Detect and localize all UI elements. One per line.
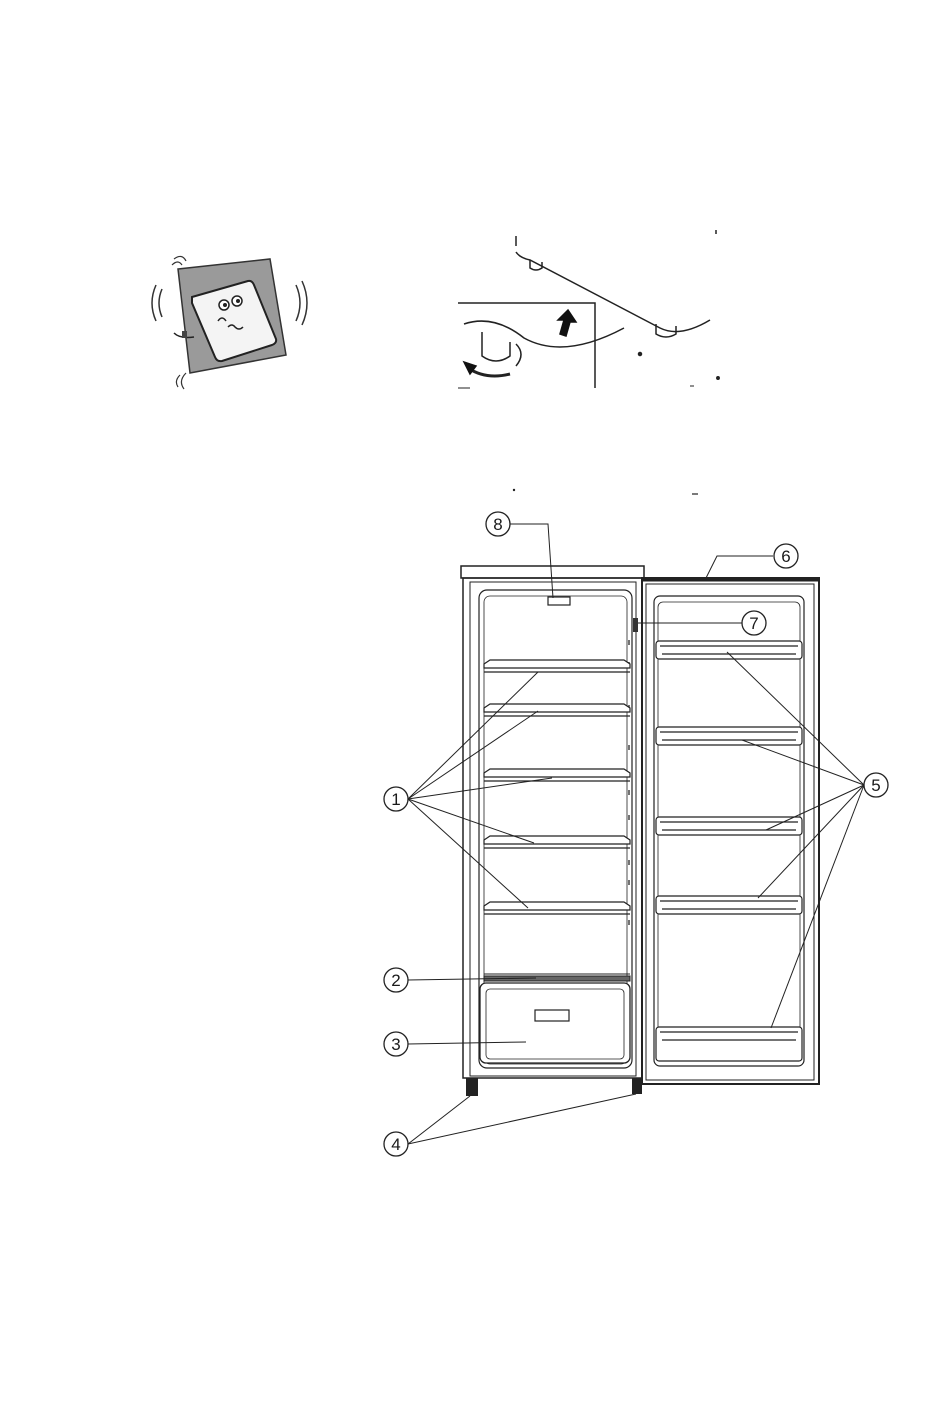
- door-seal-marker: [633, 618, 638, 632]
- callout-3: 3: [384, 1032, 408, 1056]
- callout-7-label: 7: [749, 614, 758, 633]
- door-balcony: [656, 727, 802, 745]
- callout-2: 2: [384, 968, 408, 992]
- foot-adjust-icon: [458, 230, 719, 388]
- callout-4: 4: [384, 1132, 408, 1156]
- crisper-drawer: [480, 983, 630, 1063]
- adjustable-foot: [466, 1078, 478, 1096]
- shelf: [484, 704, 630, 716]
- callout-1: 1: [384, 787, 408, 811]
- vibrating-fridge-illustration: [140, 255, 320, 395]
- shelf: [484, 660, 630, 672]
- door-balcony: [656, 896, 802, 914]
- door-balcony: [656, 1027, 802, 1061]
- vibrating-fridge-icon: [152, 256, 307, 389]
- callout-6-label: 6: [781, 547, 790, 566]
- callout-3-label: 3: [391, 1035, 400, 1054]
- callout-1-label: 1: [391, 790, 400, 809]
- thermostat-lamp: [548, 597, 570, 605]
- adjustable-foot: [632, 1078, 642, 1094]
- shelf: [484, 902, 630, 914]
- callout-4-label: 4: [391, 1135, 400, 1154]
- appliance-parts-diagram: 8 6 7 1 5 2 3 4: [370, 480, 910, 1160]
- shelf: [484, 769, 630, 781]
- callout-6: 6: [774, 544, 798, 568]
- door-balcony: [656, 641, 802, 659]
- shelves: [484, 660, 630, 914]
- callout-2-label: 2: [391, 971, 400, 990]
- callout-5: 5: [864, 773, 888, 797]
- door-balcony: [656, 817, 802, 835]
- levelling-foot-illustration: [450, 228, 730, 393]
- callout-8-label: 8: [493, 515, 502, 534]
- callout-7: 7: [742, 611, 766, 635]
- callout-8: 8: [486, 512, 510, 536]
- drawer-handle: [535, 1010, 569, 1021]
- glass-cover: [484, 974, 630, 981]
- shelf: [484, 836, 630, 848]
- callout-5-label: 5: [871, 776, 880, 795]
